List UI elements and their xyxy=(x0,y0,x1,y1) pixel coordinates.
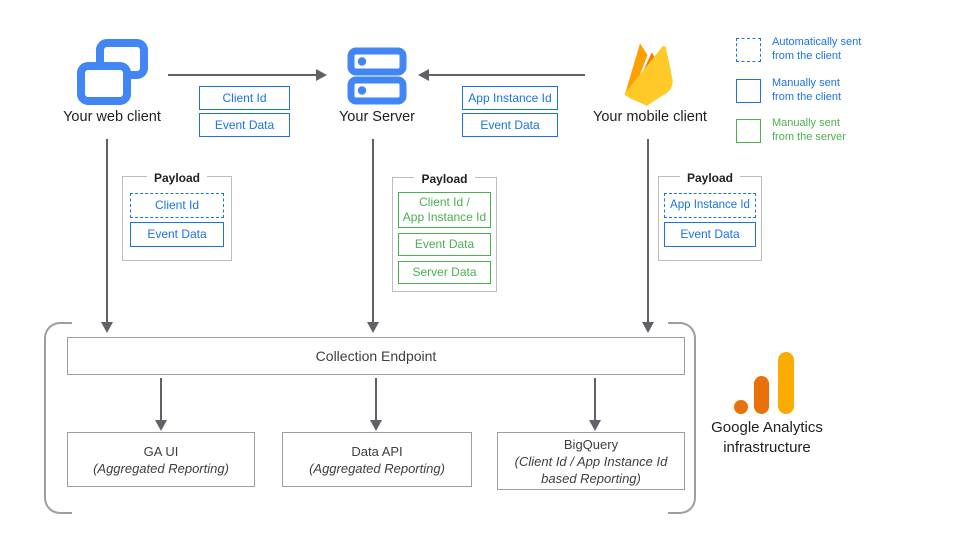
output-subtitle: (Aggregated Reporting) xyxy=(309,460,445,476)
arrowhead-icon xyxy=(418,69,429,81)
server-label: Your Server xyxy=(338,109,416,125)
legend-label: Automatically sent from the client xyxy=(772,36,862,62)
output-box-bigquery: BigQuery (Client Id / App Instance Id ba… xyxy=(497,432,685,490)
flow-tag-event-data: Event Data xyxy=(462,113,558,137)
payload-mobile: Payload App Instance Id Event Data xyxy=(658,171,762,261)
legend-swatch-solid-green-icon xyxy=(736,118,761,143)
arrowhead-icon xyxy=(367,322,379,333)
collection-endpoint-box: Collection Endpoint xyxy=(67,337,685,375)
ga-logo-bar-mid xyxy=(754,376,769,414)
ga-logo-dot xyxy=(734,400,748,414)
payload-item-client-id: Client Id xyxy=(130,193,224,218)
payload-title: Payload xyxy=(659,169,761,187)
output-title: Data API xyxy=(351,443,403,459)
payload-title: Payload xyxy=(123,169,231,187)
arrowhead-icon xyxy=(642,322,654,333)
legend-label: Manually sent from the server xyxy=(772,117,846,143)
output-title: GA UI xyxy=(143,443,179,459)
bracket-left xyxy=(44,322,72,514)
legend-item-auto-client: Automatically sent from the client xyxy=(736,36,936,63)
arrowhead-icon xyxy=(589,420,601,431)
legend-item-manual-client: Manually sent from the client xyxy=(736,77,936,104)
payload-title: Payload xyxy=(393,170,496,188)
arrow-endpoint-to-ga-ui xyxy=(155,378,167,431)
payload-web: Payload Client Id Event Data xyxy=(122,171,232,261)
payload-item-app-instance-id: App Instance Id xyxy=(664,193,756,218)
legend-swatch-dashed-blue-icon xyxy=(736,37,761,62)
payload-item-event-data: Event Data xyxy=(664,222,756,247)
arrow-mobile-to-server xyxy=(418,69,585,81)
payload-item-client-or-app-id: Client Id / App Instance Id xyxy=(398,192,491,228)
infrastructure-label: Google Analytics infrastructure xyxy=(711,419,823,456)
mobile-client-label: Your mobile client xyxy=(593,109,707,125)
arrow-web-to-endpoint xyxy=(101,139,113,333)
arrow-web-to-server xyxy=(168,69,327,81)
output-box-data-api: Data API (Aggregated Reporting) xyxy=(282,432,472,487)
output-subtitle: (Aggregated Reporting) xyxy=(93,460,229,476)
ga-logo-bar-tall xyxy=(778,352,794,414)
arrowhead-icon xyxy=(370,420,382,431)
legend-label: Manually sent from the client xyxy=(772,77,842,103)
payload-server: Payload Client Id / App Instance Id Even… xyxy=(392,172,497,292)
collection-endpoint-label: Collection Endpoint xyxy=(315,348,437,364)
payload-item-server-data: Server Data xyxy=(398,261,491,284)
legend-item-manual-server: Manually sent from the server xyxy=(736,117,936,144)
web-client-label: Your web client xyxy=(63,109,161,125)
server-icon xyxy=(347,47,407,105)
arrow-endpoint-to-data-api xyxy=(370,378,382,431)
arrowhead-icon xyxy=(316,69,327,81)
output-box-ga-ui: GA UI (Aggregated Reporting) xyxy=(67,432,255,487)
arrowhead-icon xyxy=(155,420,167,431)
flow-tag-app-instance-id: App Instance Id xyxy=(462,86,558,110)
arrow-mobile-to-endpoint xyxy=(642,139,654,333)
flow-tag-client-id: Client Id xyxy=(199,86,290,110)
arrow-server-to-endpoint xyxy=(367,139,379,333)
flow-tag-event-data: Event Data xyxy=(199,113,290,137)
bracket-right xyxy=(668,322,696,514)
google-analytics-logo-icon xyxy=(726,350,806,414)
arrow-endpoint-to-bigquery xyxy=(589,378,601,431)
output-subtitle: (Client Id / App Instance Id based Repor… xyxy=(514,453,668,486)
payload-item-event-data: Event Data xyxy=(398,233,491,256)
payload-item-event-data: Event Data xyxy=(130,222,224,247)
firebase-icon xyxy=(624,43,673,106)
output-title: BigQuery xyxy=(563,436,619,452)
legend-swatch-solid-blue-icon xyxy=(736,78,761,103)
arrowhead-icon xyxy=(101,322,113,333)
web-client-icon xyxy=(77,39,148,105)
